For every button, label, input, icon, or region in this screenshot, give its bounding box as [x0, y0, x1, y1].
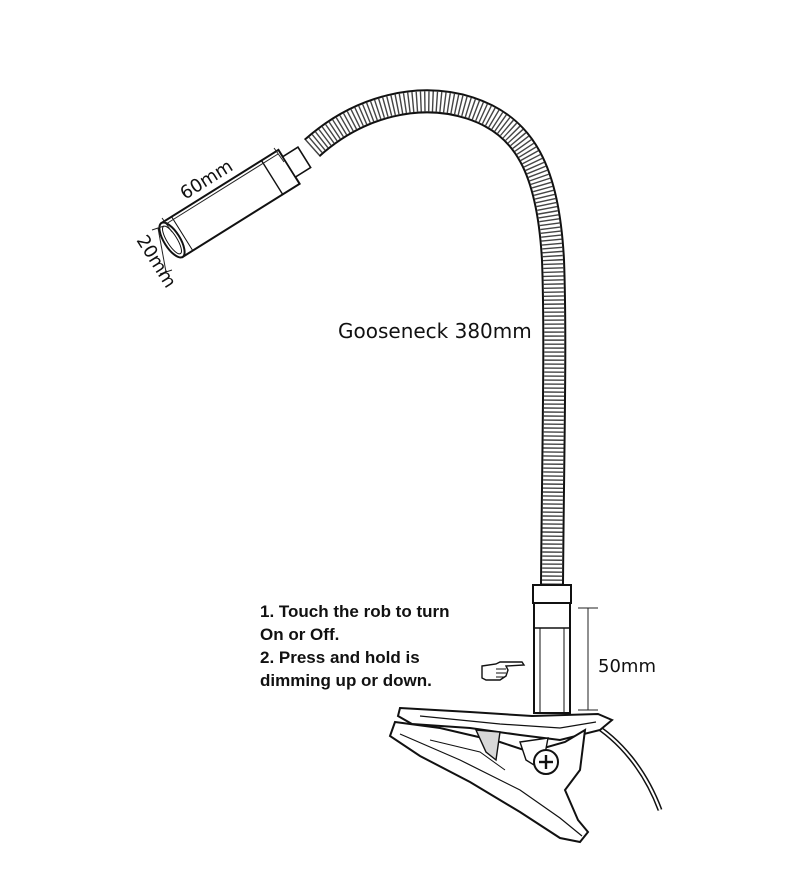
screw-icon	[533, 749, 559, 775]
instructions: 1. Touch the rob to turn On or Off. 2. P…	[260, 602, 450, 690]
instruction-line-2: On or Off.	[260, 625, 339, 644]
head-diameter-dimension	[151, 225, 173, 275]
lamp-stem	[532, 584, 572, 714]
instruction-line-4: dimming up or down.	[260, 671, 432, 690]
head-length-dimension	[161, 147, 285, 233]
instruction-line-3: 2. Press and hold is	[260, 648, 420, 667]
clamp	[388, 706, 614, 844]
lamp-head	[158, 146, 312, 259]
base-height-label: 50mm	[598, 656, 656, 677]
instruction-line-1: 1. Touch the rob to turn	[260, 602, 450, 621]
pointing-hand-icon	[481, 661, 526, 681]
base-height-dimension	[578, 607, 598, 711]
gooseneck-label: Gooseneck 380mm	[338, 319, 532, 343]
power-cable-inner	[589, 721, 661, 811]
power-cable	[588, 719, 663, 811]
gooseneck	[303, 89, 567, 586]
